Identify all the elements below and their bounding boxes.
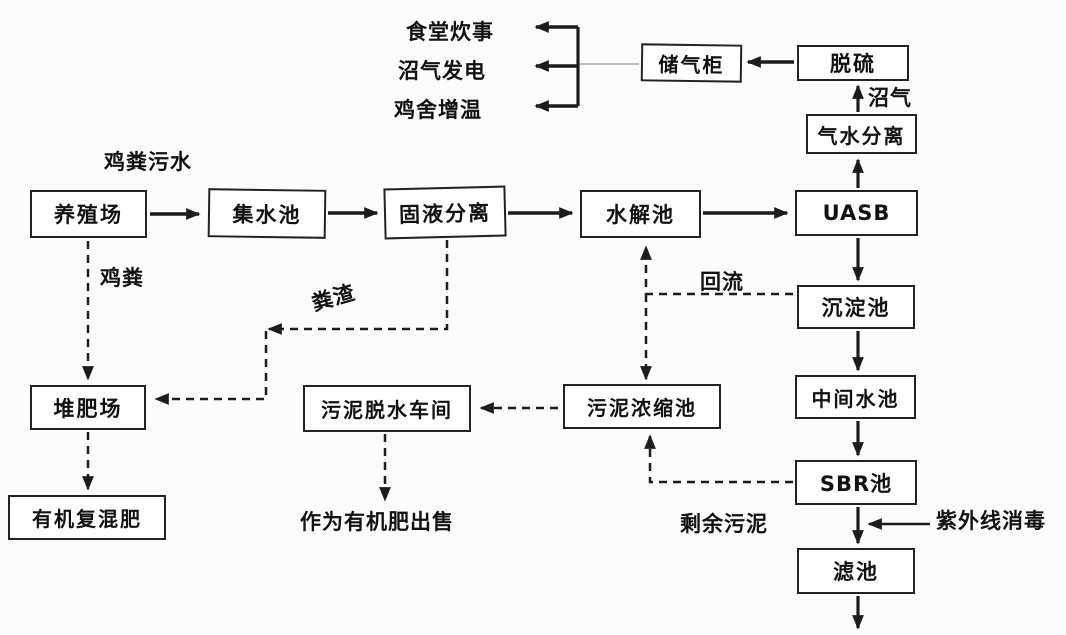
node-collecting-pool: 集水池 — [207, 188, 327, 239]
arrow-manure-residue-2 — [154, 331, 268, 405]
arrow-manure-residue-1 — [267, 240, 449, 335]
arrow-sbr-to-thickening — [644, 434, 793, 484]
node-farm: 养殖场 — [30, 190, 147, 238]
node-sludge-thickening-pool: 污泥浓缩池 — [563, 384, 721, 429]
node-solid-liquid-separation: 固液分离 — [383, 185, 507, 240]
dashed-flow-arrows — [82, 240, 793, 502]
label-canteen-cooking: 食堂炊事 — [406, 20, 494, 44]
node-organic-compound-fertilizer: 有机复混肥 — [8, 495, 166, 540]
node-intermediate-pool: 中间水池 — [795, 375, 916, 419]
node-sedimentation-pool: 沉淀池 — [797, 285, 915, 329]
label-sold-as-organic-fertilizer: 作为有机肥出售 — [300, 510, 454, 534]
label-reflux: 回流 — [700, 270, 744, 294]
node-composting-site: 堆肥场 — [30, 385, 146, 430]
node-desulfurization: 脱硫 — [797, 45, 909, 81]
node-gas-water-separation: 气水分离 — [806, 114, 917, 154]
node-sludge-dewatering-workshop: 污泥脱水车间 — [303, 385, 471, 432]
node-hydrolysis-pool: 水解池 — [580, 190, 701, 238]
label-biogas-power-generation: 沼气发电 — [398, 59, 486, 83]
node-uasb: UASB — [795, 190, 918, 236]
node-sbr-pool: SBR池 — [795, 460, 917, 505]
label-excess-sludge: 剩余污泥 — [680, 512, 768, 536]
node-filter-pool: 滤池 — [797, 548, 915, 594]
biogas-branch-arrows — [534, 21, 864, 188]
label-chicken-manure: 鸡粪 — [100, 266, 144, 290]
label-uv-disinfection: 紫外线消毒 — [936, 509, 1046, 533]
label-coop-heating: 鸡舍增温 — [394, 98, 482, 122]
node-gas-storage-tank: 储气柜 — [640, 43, 743, 83]
water-chain-arrows — [852, 238, 930, 630]
label-biogas: 沼气 — [868, 86, 912, 110]
solid-flow-arrows — [150, 207, 789, 220]
label-chicken-manure-wastewater: 鸡粪污水 — [104, 150, 192, 174]
